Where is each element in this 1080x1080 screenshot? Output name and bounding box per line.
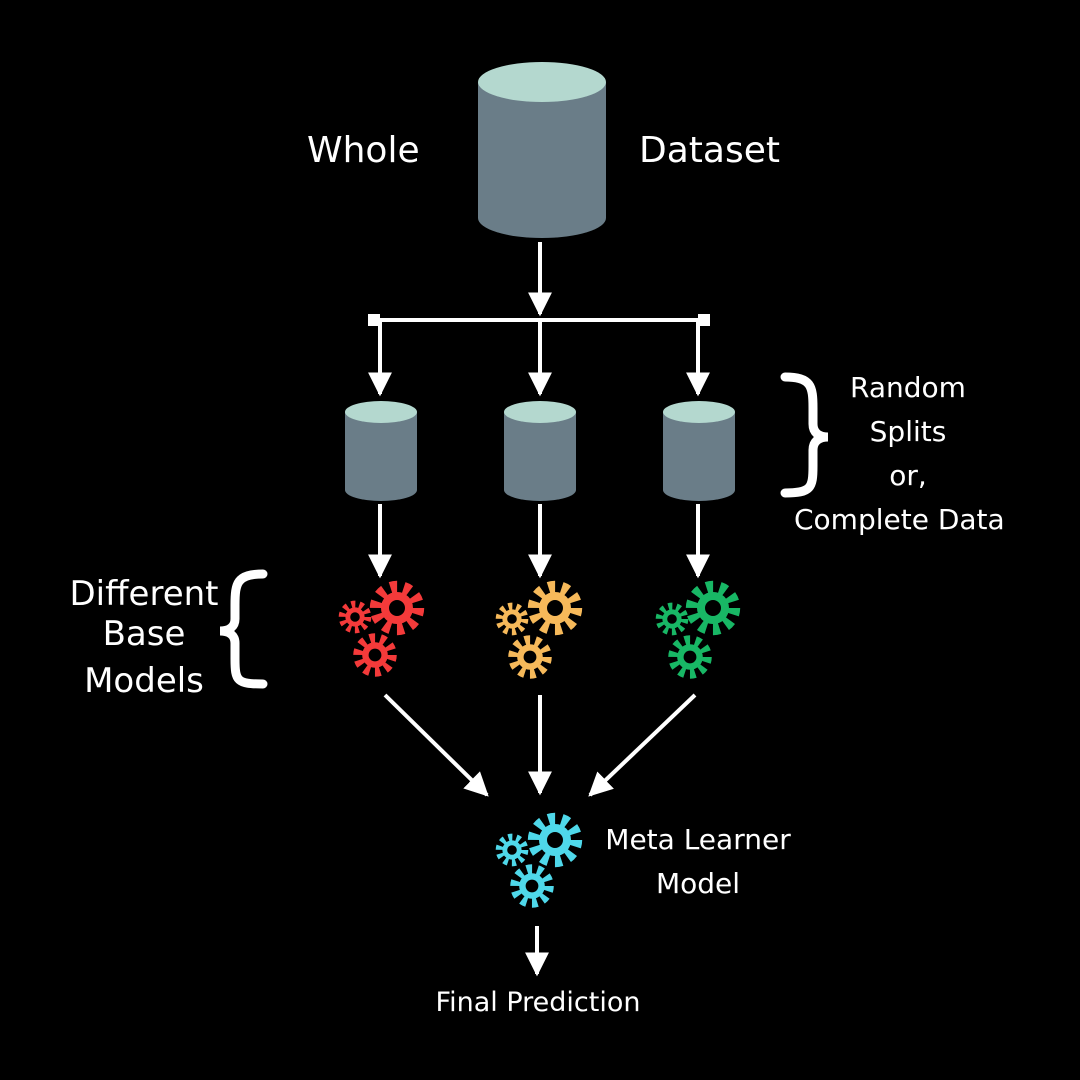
final-prediction-label: Final Prediction [435,987,641,1018]
base-model-3-gears-icon [660,588,733,673]
arrow-model-3-to-meta [588,693,697,797]
whole-dataset-cylinder [478,62,606,238]
split-cylinder-3 [663,401,735,501]
base-model-2-gears-icon [500,588,575,673]
connectors [368,242,710,977]
base-model-1-gears-icon [343,588,417,671]
splitter-node-left [368,314,380,326]
splitter-node-right [698,314,710,326]
meta-learner-label-line-1: Meta Learner [605,823,791,856]
base-models-label-line-1: Different [69,574,219,614]
splits-label-line-2: Splits [869,415,947,448]
base-models-brace-icon [219,569,268,689]
base-models-label-line-2: Base [102,614,186,654]
arrow-model-1-to-meta [383,693,489,797]
dataset-label: Dataset [639,130,780,171]
split-cylinder-1 [345,401,417,501]
meta-learner-gears-icon [500,820,575,902]
split-cylinder-2 [504,401,576,501]
splits-label-line-1: Random [850,371,966,404]
splits-label-line-4: Complete Data [794,503,1005,536]
meta-learner-label-line-2: Model [655,867,741,900]
base-models-label-line-3: Models [84,661,204,701]
splits-label-line-3: or, [889,459,927,492]
whole-label: Whole [307,130,420,171]
splits-brace-icon [780,372,829,498]
